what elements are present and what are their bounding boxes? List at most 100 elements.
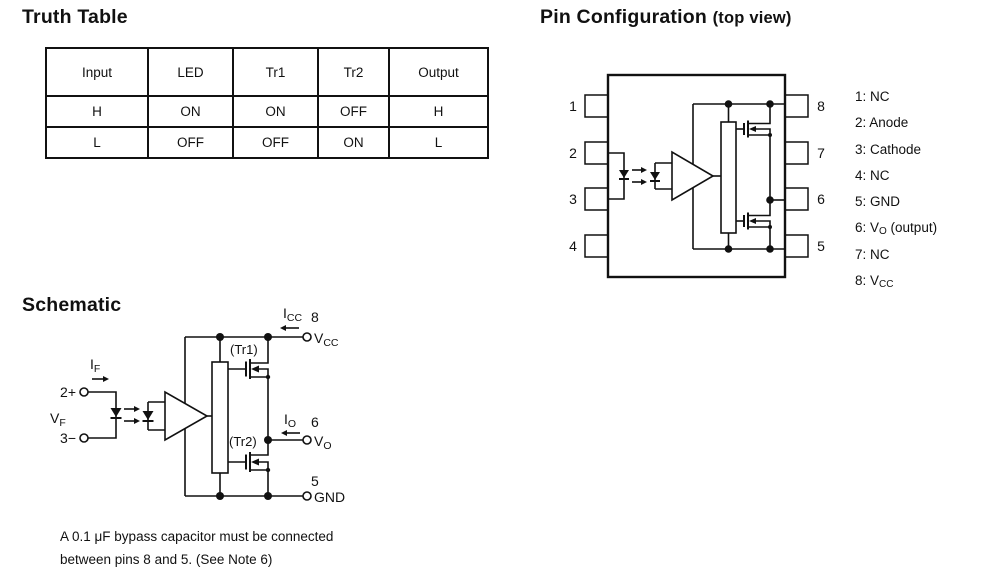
cell: H (388, 95, 489, 128)
pin-label-sub: O (879, 226, 887, 238)
pin-numbers: 1 2 3 4 8 7 6 5 (569, 98, 825, 254)
cell: OFF (317, 95, 390, 128)
photodiode-icon (142, 401, 165, 431)
schematic-labels: IF 2+ VF 3− (Tr1) (Tr2) ICC 8 VCC IO 6 V… (50, 305, 345, 505)
pin-number-3: 3 (569, 191, 577, 207)
vo-label: VO (314, 433, 332, 452)
cell: OFF (232, 126, 319, 159)
bypass-note-line2: between pins 8 and 5. (See Note 6) (60, 552, 273, 567)
pin-label-6: 6: VO (output) (855, 217, 937, 243)
pin-number-5: 5 (817, 238, 825, 254)
pin-label-text: 3: Cathode (855, 141, 922, 157)
pin-label-text: 8: V (855, 273, 880, 289)
pin-label-4: 4: NC (855, 165, 937, 191)
tr2-label: (Tr2) (229, 434, 257, 449)
pin-number-8: 8 (817, 98, 825, 114)
icc-label: ICC (283, 305, 302, 324)
pin-3-box (584, 187, 609, 211)
pin-label-sub: CC (879, 279, 894, 291)
cell: ON (232, 95, 319, 128)
pin-label-1: 1: NC (855, 86, 937, 112)
driver-block (211, 361, 229, 474)
gnd-label: GND (314, 489, 345, 505)
tr1-mosfet-icon (228, 337, 271, 440)
pin-number-1: 1 (569, 98, 577, 114)
truth-table-row-high: H ON ON OFF H (45, 95, 489, 128)
tr1-label: (Tr1) (230, 342, 258, 357)
pin-number-4: 4 (569, 238, 577, 254)
pin-config-title-main: Pin Configuration (540, 6, 707, 28)
vcc-label: VCC (314, 330, 339, 349)
led-input-bracket (88, 391, 117, 439)
amplifier-icon (671, 150, 715, 202)
cell: L (45, 126, 149, 159)
pin-5-box (784, 234, 809, 258)
cell: ON (317, 126, 390, 159)
cell: H (45, 95, 149, 128)
io-arrow-icon (281, 430, 300, 436)
anode-terminal (79, 387, 89, 397)
pin-label-5: 5: GND (855, 191, 937, 217)
pin-4-box (584, 234, 609, 258)
photodiode-icon (650, 162, 672, 190)
bypass-note: A 0.1 μF bypass capacitor must be connec… (60, 525, 333, 571)
led-input-bracket (608, 152, 625, 200)
pin8-label: 8 (311, 309, 319, 325)
light-arrows-icon (124, 406, 140, 424)
cell: L (388, 126, 489, 159)
pin-label-text: 4: NC (855, 167, 890, 183)
led-icon (110, 408, 122, 419)
light-arrows-icon (632, 167, 647, 185)
col-header-led: LED (147, 47, 234, 97)
col-header-input: Input (45, 47, 149, 97)
col-header-tr1: Tr1 (232, 47, 319, 97)
schematic-diagram: IF 2+ VF 3− (Tr1) (Tr2) ICC 8 VCC IO 6 V… (50, 305, 345, 505)
pin-2-box (584, 141, 609, 165)
pin-config-title: Pin Configuration (top view) (540, 6, 792, 29)
pin-config-title-suffix: (top view) (712, 9, 792, 27)
cathode-terminal (79, 433, 89, 443)
truth-table-title: Truth Table (22, 6, 128, 28)
if-arrow-icon (92, 376, 109, 382)
pin-label-2: 2: Anode (855, 112, 937, 138)
amplifier-icon (164, 390, 209, 442)
pin-label-7: 7: NC (855, 244, 937, 270)
pin-6-box (784, 187, 809, 211)
junction-dots (216, 333, 272, 500)
pin-7-box (784, 141, 809, 165)
pin6-label: 6 (311, 414, 319, 430)
pin-label-list: 1: NC 2: Anode 3: Cathode 4: NC 5: GND 6… (855, 86, 937, 296)
pin-label-text: 5: GND (855, 194, 901, 210)
pin-number-2: 2 (569, 145, 577, 161)
col-header-output: Output (388, 47, 489, 97)
ic-package-body (606, 73, 787, 279)
cell: ON (147, 95, 234, 128)
pin5-label: 5 (311, 473, 319, 489)
bypass-note-line1: A 0.1 μF bypass capacitor must be connec… (60, 529, 334, 544)
icc-arrow-icon (280, 325, 299, 331)
gnd-terminal (302, 491, 312, 501)
tr2-mosfet-icon (736, 200, 772, 249)
vo-terminal (302, 435, 312, 445)
vcc-terminal (302, 332, 312, 342)
led-icon (619, 170, 629, 180)
tr1-mosfet-icon (736, 104, 772, 200)
driver-block (720, 121, 737, 234)
cell: OFF (147, 126, 234, 159)
pin3-label: 3− (60, 430, 76, 446)
pin-label-3: 3: Cathode (855, 139, 937, 165)
pin-label-post: (output) (886, 220, 938, 236)
schematic-title: Schematic (22, 294, 122, 316)
tr2-mosfet-icon (228, 440, 271, 496)
pin-label-text: 1: NC (855, 89, 890, 104)
junction-dots (724, 100, 774, 253)
pin-label-8: 8: VCC (855, 270, 937, 296)
if-label: IF (90, 356, 100, 375)
io-label: IO (284, 411, 296, 430)
pin-number-6: 6 (817, 191, 825, 207)
truth-table-header-row: Input LED Tr1 Tr2 Output (45, 47, 489, 97)
pin-configuration-diagram: 1 2 3 4 8 7 6 5 (569, 73, 825, 279)
pin-number-7: 7 (817, 145, 825, 161)
pin-label-text: 6: V (855, 220, 880, 236)
